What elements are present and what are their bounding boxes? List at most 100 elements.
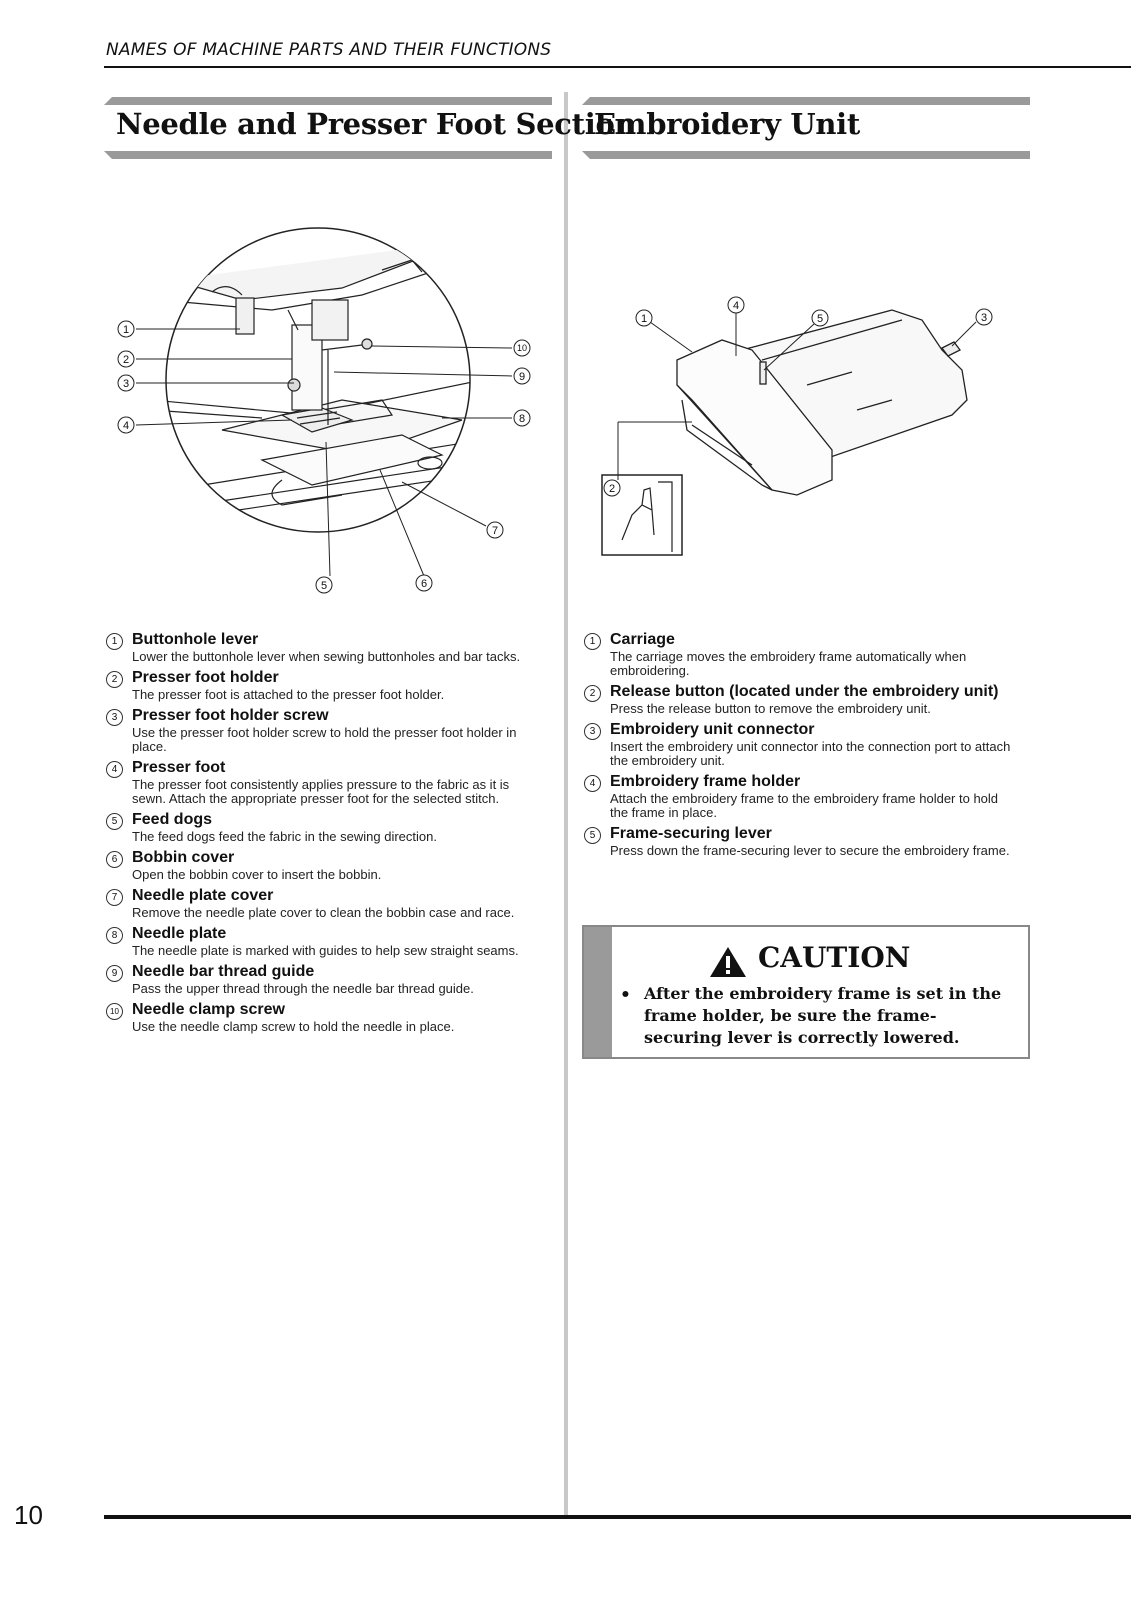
part-name: Release button (located under the embroi… bbox=[610, 683, 999, 700]
caution-box: CAUTION • After the embroidery frame is … bbox=[582, 925, 1030, 1059]
part-description: The presser foot is attached to the pres… bbox=[132, 687, 445, 702]
part-name: Presser foot holder screw bbox=[132, 707, 329, 724]
callout-label: 7 bbox=[492, 525, 498, 537]
part-name: Needle clamp screw bbox=[132, 1001, 285, 1018]
running-header: NAMES OF MACHINE PARTS AND THEIR FUNCTIO… bbox=[106, 40, 552, 60]
callout-label: 2 bbox=[123, 354, 129, 366]
part-description: The carriage moves the embroidery frame … bbox=[610, 649, 967, 678]
part-description: Press the release button to remove the e… bbox=[610, 701, 931, 716]
callout-4: 4 bbox=[117, 416, 135, 434]
callout-label: 8 bbox=[519, 413, 525, 425]
part-description: The feed dogs feed the fabric in the sew… bbox=[132, 829, 437, 844]
header-rule bbox=[104, 66, 1131, 68]
callout-label: 5 bbox=[817, 313, 823, 325]
part-name: Bobbin cover bbox=[132, 849, 235, 866]
part-name: Feed dogs bbox=[132, 811, 213, 828]
part-name: Embroidery frame holder bbox=[610, 773, 801, 790]
callout-label: 4 bbox=[123, 420, 129, 432]
part-description: The needle plate is marked with guides t… bbox=[132, 943, 519, 958]
callout-label: 3 bbox=[123, 378, 129, 390]
caution-text: After the embroidery frame is set in the… bbox=[644, 984, 1002, 1047]
bullet: • bbox=[620, 985, 631, 1005]
heading-bar-top bbox=[582, 97, 1030, 105]
part-name: Buttonhole lever bbox=[132, 631, 259, 648]
section-heading-embroidery-unit: Embroidery Unit bbox=[582, 97, 1030, 159]
page-number: 10 bbox=[14, 1500, 43, 1530]
callout-label: 9 bbox=[519, 371, 525, 383]
callout-1: 1 bbox=[117, 320, 135, 338]
callout-label: 1 bbox=[641, 313, 647, 325]
heading-bar-bottom bbox=[104, 151, 552, 159]
callout-label: 6 bbox=[421, 578, 427, 590]
item-number: 4 bbox=[584, 775, 601, 792]
callout-5: 5 bbox=[811, 309, 829, 327]
part-name: Needle plate bbox=[132, 925, 227, 942]
item-number: 3 bbox=[106, 709, 123, 726]
embroidery-unit-diagram: 1 2 3 4 5 bbox=[601, 296, 993, 556]
part-description: Pass the upper thread through the needle… bbox=[132, 981, 474, 996]
item-number: 4 bbox=[106, 761, 123, 778]
item-number: 1 bbox=[106, 633, 123, 650]
part-name: Presser foot bbox=[132, 759, 226, 776]
callout-9: 9 bbox=[513, 367, 531, 385]
callout-label: 2 bbox=[609, 483, 615, 495]
callout-8: 8 bbox=[513, 409, 531, 427]
footer-rule bbox=[104, 1515, 1131, 1519]
section-title: Embroidery Unit bbox=[594, 107, 860, 141]
part-name: Presser foot holder bbox=[132, 669, 279, 686]
part-description: Attach the embroidery frame to the embro… bbox=[610, 791, 999, 820]
caution-side-strip bbox=[584, 927, 612, 1057]
part-name: Carriage bbox=[610, 631, 675, 648]
part-name: Embroidery unit connector bbox=[610, 721, 815, 738]
heading-bar-top bbox=[104, 97, 552, 105]
part-description: Lower the buttonhole lever when sewing b… bbox=[132, 649, 521, 664]
part-description: Open the bobbin cover to insert the bobb… bbox=[132, 867, 382, 882]
callout-1: 1 bbox=[635, 309, 653, 327]
needle-presser-foot-diagram: 1 2 3 4 5 6 7 8 9 10 bbox=[117, 227, 531, 594]
item-number: 5 bbox=[106, 813, 123, 830]
item-number: 10 bbox=[106, 1003, 123, 1020]
callout-3: 3 bbox=[975, 308, 993, 326]
item-number: 6 bbox=[106, 851, 123, 868]
part-name: Needle bar thread guide bbox=[132, 963, 315, 980]
callout-label: 4 bbox=[733, 300, 739, 312]
warning-triangle-icon bbox=[710, 947, 746, 977]
heading-bar-bottom bbox=[582, 151, 1030, 159]
callout-3: 3 bbox=[117, 374, 135, 392]
item-number: 5 bbox=[584, 827, 601, 844]
column-divider bbox=[564, 92, 568, 1515]
callout-6: 6 bbox=[415, 574, 433, 592]
section-title: Needle and Presser Foot Section bbox=[116, 107, 636, 141]
callout-4: 4 bbox=[727, 296, 745, 314]
callout-2: 2 bbox=[603, 479, 621, 497]
part-description: Use the presser foot holder screw to hol… bbox=[132, 725, 517, 754]
section-heading-needle-presser: Needle and Presser Foot Section bbox=[104, 97, 636, 159]
part-description: Insert the embroidery unit connector int… bbox=[610, 739, 1011, 768]
callout-label: 5 bbox=[321, 580, 327, 592]
callout-label: 3 bbox=[981, 312, 987, 324]
part-description: Use the needle clamp screw to hold the n… bbox=[132, 1019, 455, 1034]
callout-2: 2 bbox=[117, 350, 135, 368]
caution-title: CAUTION bbox=[758, 941, 911, 974]
item-number: 1 bbox=[584, 633, 601, 650]
part-description: Remove the needle plate cover to clean t… bbox=[132, 905, 515, 920]
part-description: The presser foot consistently applies pr… bbox=[132, 777, 510, 806]
callout-label: 1 bbox=[123, 324, 129, 336]
callout-7: 7 bbox=[486, 521, 504, 539]
callout-10: 10 bbox=[513, 339, 531, 357]
part-description: Press down the frame-securing lever to s… bbox=[610, 843, 1010, 858]
callout-5: 5 bbox=[315, 576, 333, 594]
item-number: 7 bbox=[106, 889, 123, 906]
